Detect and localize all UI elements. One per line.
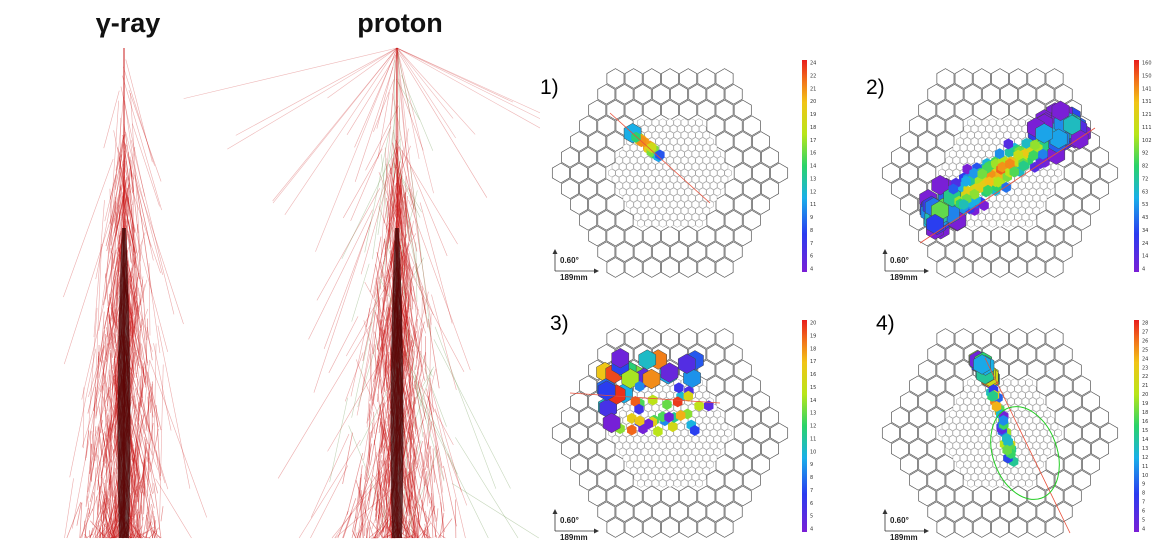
colorbar-tick: 18 bbox=[1142, 410, 1148, 416]
colorbar-tick: 5 bbox=[810, 514, 813, 520]
colorbar-tick: 7 bbox=[810, 241, 813, 247]
colorbar-tick: 17 bbox=[810, 138, 816, 144]
gamma-ray-title: γ-ray bbox=[95, 8, 161, 38]
colorbar-tick: 150 bbox=[1142, 73, 1152, 79]
camera-panel-2: 160 150 141 131 121 111 102 92 82 72 63 53 43 34 24 14 4… bbox=[881, 60, 1152, 282]
colorbar-tick: 9 bbox=[810, 462, 813, 468]
colorbar-tick: 141 bbox=[1142, 86, 1152, 92]
colorbar-tick: 102 bbox=[1142, 138, 1152, 144]
panel-3-label: 3) bbox=[550, 312, 569, 335]
scale-angle: 0.60° bbox=[890, 516, 909, 525]
colorbar-tick: 19 bbox=[1142, 401, 1148, 407]
colorbar-tick: 11 bbox=[810, 436, 816, 442]
panel-4-label: 4) bbox=[876, 312, 895, 335]
colorbar-tick: 6 bbox=[1142, 509, 1145, 515]
colorbar-tick: 6 bbox=[810, 254, 813, 260]
colorbar-tick: 18 bbox=[810, 346, 816, 352]
colorbar-tick: 15 bbox=[1142, 428, 1148, 434]
colorbar-tick: 16 bbox=[810, 372, 816, 378]
colorbar-tick: 16 bbox=[1142, 419, 1148, 425]
colorbar-tick: 19 bbox=[810, 333, 816, 339]
colorbar-tick: 10 bbox=[1142, 473, 1148, 479]
colorbar-tick: 4 bbox=[1142, 527, 1145, 533]
colorbar-tick: 53 bbox=[1142, 202, 1148, 208]
colorbar-tick: 6 bbox=[810, 501, 813, 507]
colorbar-tick: 14 bbox=[810, 398, 816, 404]
colorbar-tick: 20 bbox=[810, 99, 816, 105]
colorbar-tick: 14 bbox=[1142, 437, 1148, 443]
colorbar-tick: 4 bbox=[810, 267, 813, 273]
colorbar-tick: 13 bbox=[810, 411, 816, 417]
colorbar-tick: 131 bbox=[1142, 99, 1152, 105]
proton-shower bbox=[183, 47, 540, 539]
colorbar-tick: 11 bbox=[810, 202, 816, 208]
camera-panel-4: 28 27 26 25 24 23 22 21 20 19 18 16 15 14 13 12 11 10 9 8 7 6… bbox=[881, 320, 1148, 542]
camera-panel-1: 24 22 21 20 19 18 17 16 14 13 12 11 9 8 7 6 4 0.60° 189mm bbox=[551, 60, 816, 282]
colorbar-tick: 27 bbox=[1142, 329, 1148, 335]
proton-title: proton bbox=[357, 8, 443, 38]
colorbar-tick: 26 bbox=[1142, 338, 1148, 344]
colorbar-tick: 25 bbox=[1142, 347, 1148, 353]
colorbar-tick: 8 bbox=[810, 475, 813, 481]
colorbar-tick: 16 bbox=[810, 151, 816, 157]
colorbar-tick: 9 bbox=[810, 215, 813, 221]
colorbar-tick: 7 bbox=[810, 488, 813, 494]
colorbar-tick: 20 bbox=[810, 321, 816, 327]
colorbar-tick: 160 bbox=[1142, 61, 1152, 67]
colorbar-tick: 82 bbox=[1142, 164, 1148, 170]
colorbar-tick: 24 bbox=[1142, 356, 1148, 362]
colorbar-tick: 22 bbox=[810, 73, 816, 79]
scale-angle: 0.60° bbox=[560, 256, 579, 265]
colorbar-tick: 63 bbox=[1142, 189, 1148, 195]
colorbar-tick: 12 bbox=[810, 189, 816, 195]
colorbar-tick: 21 bbox=[1142, 383, 1148, 389]
colorbar-tick: 18 bbox=[810, 125, 816, 131]
colorbar-tick: 8 bbox=[810, 228, 813, 234]
colorbar-tick: 20 bbox=[1142, 392, 1148, 398]
colorbar-tick: 7 bbox=[1142, 500, 1145, 506]
colorbar-tick: 17 bbox=[810, 359, 816, 365]
colorbar-tick: 13 bbox=[1142, 446, 1148, 452]
scale-angle: 0.60° bbox=[560, 516, 579, 525]
scale-length: 189mm bbox=[890, 273, 918, 282]
colorbar-tick: 13 bbox=[810, 176, 816, 182]
colorbar-tick: 12 bbox=[1142, 455, 1148, 461]
scale-length: 189mm bbox=[890, 533, 918, 542]
colorbar-tick: 14 bbox=[810, 164, 816, 170]
panel-1-label: 1) bbox=[540, 76, 559, 99]
scale-length: 189mm bbox=[560, 273, 588, 282]
colorbar-tick: 11 bbox=[1142, 464, 1148, 470]
colorbar-tick: 4 bbox=[1142, 267, 1145, 273]
colorbar-tick: 19 bbox=[810, 112, 816, 118]
colorbar-tick: 23 bbox=[1142, 365, 1148, 371]
colorbar-tick: 22 bbox=[1142, 374, 1148, 380]
scale-angle: 0.60° bbox=[890, 256, 909, 265]
colorbar-tick: 43 bbox=[1142, 215, 1148, 221]
colorbar-tick: 21 bbox=[810, 86, 816, 92]
panel-2-label: 2) bbox=[866, 76, 885, 99]
colorbar-tick: 28 bbox=[1142, 321, 1148, 327]
scale-length: 189mm bbox=[560, 533, 588, 542]
colorbar-tick: 24 bbox=[1142, 241, 1148, 247]
colorbar-tick: 10 bbox=[810, 449, 816, 455]
colorbar-tick: 8 bbox=[1142, 491, 1145, 497]
gamma-ray-shower bbox=[63, 48, 208, 539]
colorbar-tick: 9 bbox=[1142, 482, 1145, 488]
colorbar-tick: 5 bbox=[1142, 518, 1145, 524]
air-shower-images bbox=[63, 47, 540, 539]
colorbar-tick: 14 bbox=[1142, 254, 1148, 260]
colorbar-tick: 15 bbox=[810, 385, 816, 391]
colorbar-tick: 12 bbox=[810, 424, 816, 430]
colorbar-tick: 72 bbox=[1142, 176, 1148, 182]
colorbar-tick: 24 bbox=[810, 61, 816, 67]
colorbar-tick: 34 bbox=[1142, 228, 1148, 234]
camera-panel-3: 20 19 18 17 16 15 14 13 12 11 10 9 8 7 6 5 4 0.60° 189mm bbox=[551, 320, 816, 542]
colorbar-tick: 111 bbox=[1142, 125, 1152, 131]
colorbar-tick: 4 bbox=[810, 527, 813, 533]
colorbar-tick: 121 bbox=[1142, 112, 1152, 118]
colorbar-tick: 92 bbox=[1142, 151, 1148, 157]
